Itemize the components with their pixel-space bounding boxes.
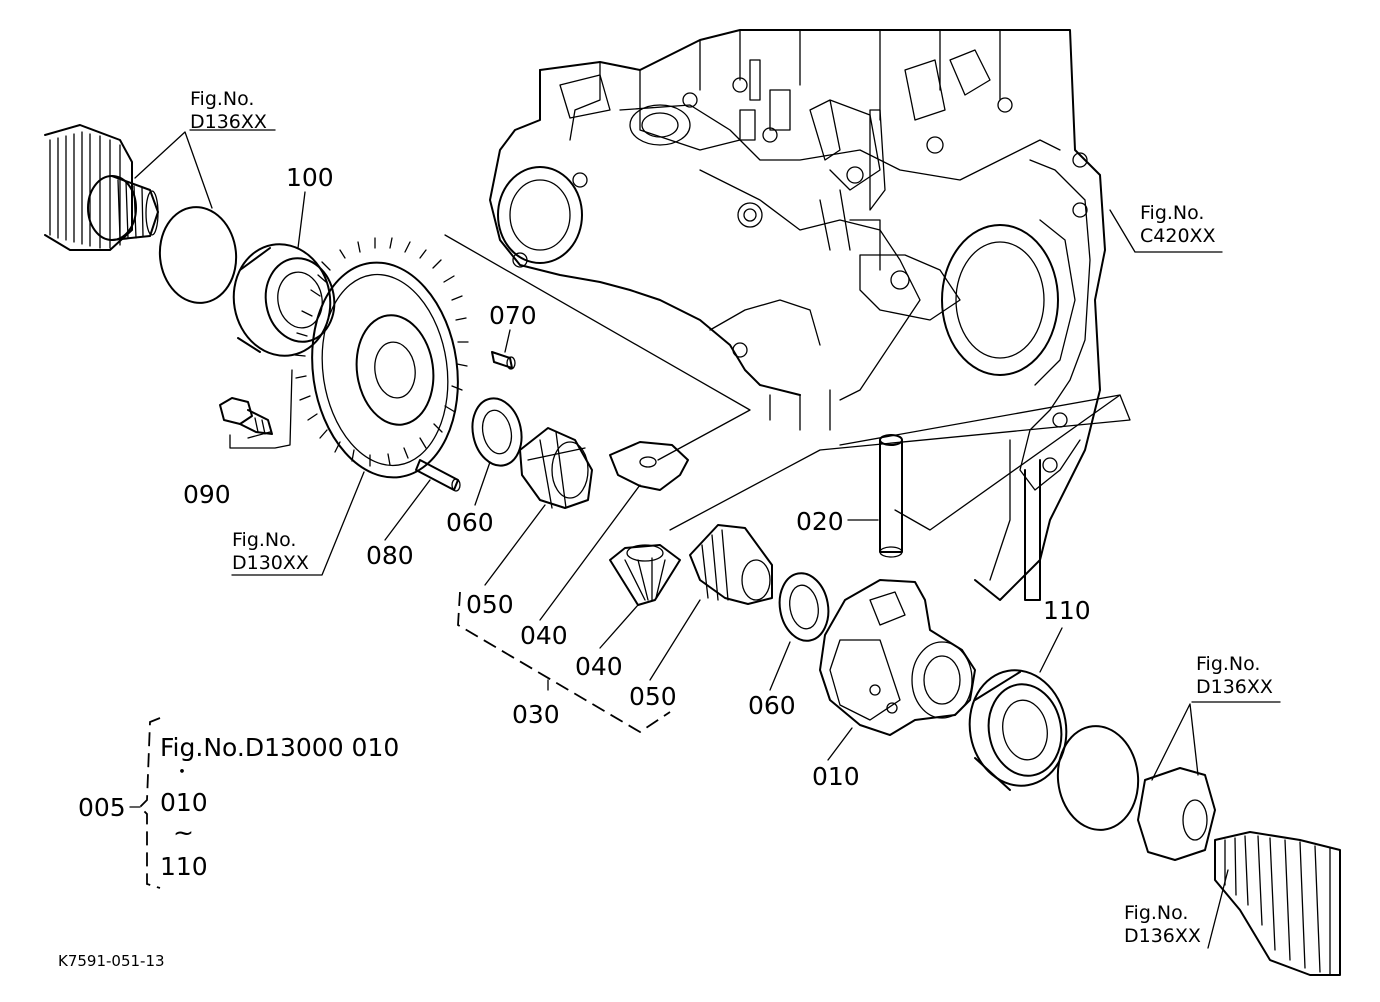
part-label-040-bottom: 040 bbox=[575, 652, 623, 681]
part-label-030: 030 bbox=[512, 700, 560, 729]
bolt-090 bbox=[219, 397, 273, 435]
pinion-gear-040-bottom bbox=[609, 544, 681, 606]
part-label-060-left: 060 bbox=[446, 508, 494, 537]
sub-assembly-030-bracket bbox=[457, 591, 671, 734]
pin-070 bbox=[491, 351, 516, 370]
pinion-gear-040-top bbox=[609, 441, 689, 491]
part-label-070: 070 bbox=[489, 301, 537, 330]
fig-ref-bottom-right: Fig.No. D136XX bbox=[1124, 902, 1201, 948]
fig-ref-top-left: Fig.No. D136XX bbox=[190, 88, 267, 134]
fig-ref-number: D136XX bbox=[1196, 676, 1273, 699]
bearing-110 bbox=[968, 669, 1068, 791]
shaft-020 bbox=[879, 434, 903, 558]
fig-ref-number: D130XX bbox=[232, 552, 309, 575]
drawing-code: K7591-051-13 bbox=[58, 952, 165, 970]
bottom-right-shaft bbox=[1214, 831, 1341, 976]
differential-case-010 bbox=[819, 579, 976, 736]
transmission-case bbox=[489, 29, 1106, 601]
fig-ref-prefix: Fig.No. bbox=[1196, 653, 1261, 675]
part-label-040-top: 040 bbox=[520, 621, 568, 650]
side-gear-050-right bbox=[689, 524, 773, 605]
assembly-number: 005 bbox=[78, 793, 126, 822]
part-label-110: 110 bbox=[1043, 596, 1091, 625]
fig-ref-number: C420XX bbox=[1140, 225, 1216, 248]
part-label-090: 090 bbox=[183, 480, 231, 509]
assembly-fig-line: Fig.No.D13000 010 bbox=[160, 733, 400, 762]
part-label-060-right: 060 bbox=[748, 691, 796, 720]
assembly-range-end: 110 bbox=[160, 852, 208, 881]
fig-ref-number: D136XX bbox=[190, 111, 267, 134]
part-label-010: 010 bbox=[812, 762, 860, 791]
fig-ref-right-top: Fig.No. C420XX bbox=[1140, 202, 1216, 248]
part-label-050-left: 050 bbox=[466, 590, 514, 619]
bearing-100 bbox=[232, 243, 336, 357]
washer-060-right bbox=[778, 572, 830, 642]
assembly-005-bracket bbox=[129, 717, 161, 889]
snap-ring-bottom bbox=[1056, 725, 1140, 831]
exploded-axis-lines bbox=[444, 234, 1131, 531]
fig-ref-right-mid: Fig.No. D136XX bbox=[1196, 653, 1273, 699]
fig-ref-prefix: Fig.No. bbox=[1140, 202, 1205, 224]
coupler bbox=[1137, 767, 1216, 861]
side-gear-050-left bbox=[519, 427, 593, 509]
part-label-050-right: 050 bbox=[629, 682, 677, 711]
leader-lines bbox=[134, 129, 1281, 949]
part-label-100: 100 bbox=[286, 163, 334, 192]
washer-060-left bbox=[471, 397, 523, 467]
fig-ref-prefix: Fig.No. bbox=[1124, 902, 1189, 924]
assembly-tilde: ~ bbox=[173, 818, 194, 847]
assembly-dot: ・ bbox=[173, 762, 191, 783]
part-label-080: 080 bbox=[366, 541, 414, 570]
fig-ref-prefix: Fig.No. bbox=[190, 88, 255, 110]
ring-gear bbox=[294, 237, 469, 479]
assembly-range-start: 010 bbox=[160, 788, 208, 817]
pin-080 bbox=[415, 459, 461, 492]
snap-ring-top bbox=[158, 206, 238, 304]
fig-ref-prefix: Fig.No. bbox=[232, 529, 297, 551]
fig-ref-left-mid: Fig.No. D130XX bbox=[232, 529, 309, 575]
fig-ref-number: D136XX bbox=[1124, 925, 1201, 948]
top-left-shaft bbox=[44, 124, 159, 251]
part-label-020: 020 bbox=[796, 507, 844, 536]
